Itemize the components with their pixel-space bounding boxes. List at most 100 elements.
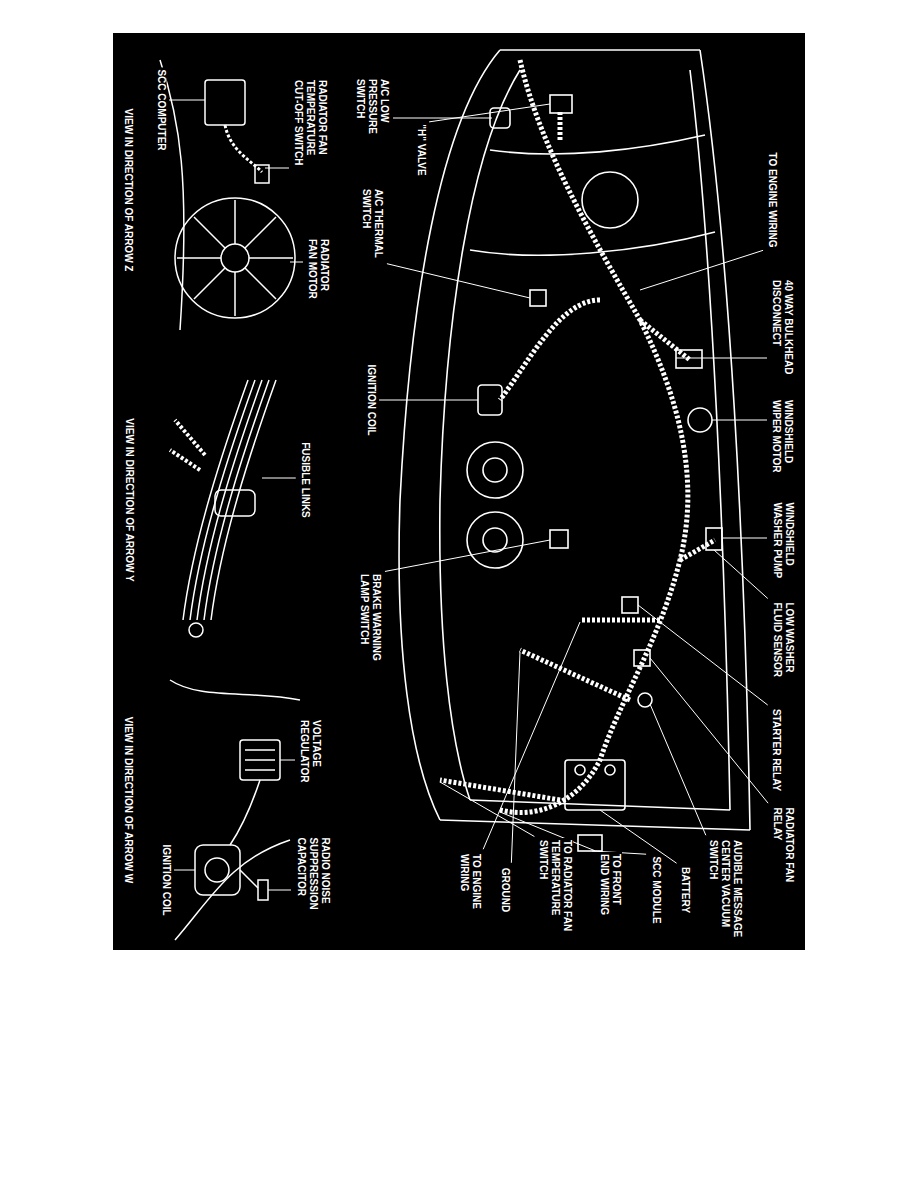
leader-line <box>379 400 478 401</box>
leader-line <box>265 168 289 169</box>
harness-branch <box>440 780 560 800</box>
leader-line <box>483 622 580 849</box>
leader-line <box>268 890 291 891</box>
leader-line <box>429 104 550 122</box>
leader-line <box>440 782 534 837</box>
harness-branch <box>558 110 563 140</box>
wiring-harness <box>440 60 715 813</box>
body-edge <box>170 680 300 940</box>
washer-pump-symbol <box>706 528 722 550</box>
strut-tower <box>467 512 523 568</box>
fan-shroud <box>175 198 295 318</box>
leader-line <box>638 605 768 705</box>
part-label: SCC MODULE <box>649 854 661 925</box>
fusible-link <box>211 380 276 620</box>
view-caption: VIEW IN DIRECTION OF ARROW Y <box>122 416 134 583</box>
leader-line <box>385 540 550 571</box>
part-label: RADIATOR FAN RELAY <box>770 806 794 895</box>
coil-tower <box>205 858 229 882</box>
part-label: STARTER RELAY <box>770 707 782 793</box>
fan-hub <box>221 244 249 272</box>
part-label: TO ENGINE WIRING <box>458 852 482 928</box>
fan-blades <box>177 200 293 316</box>
battery-terminal <box>605 765 615 775</box>
switch-symbol <box>530 290 546 306</box>
black-panel <box>113 33 805 950</box>
leader-line <box>262 478 296 479</box>
right-fender <box>700 50 750 830</box>
cowl-panel <box>490 135 705 154</box>
leader-line <box>676 358 767 359</box>
leader-line <box>650 658 768 803</box>
leader-line <box>174 870 195 871</box>
fusible-link <box>170 420 205 470</box>
part-label: TO FRONT END WIRING <box>598 852 622 928</box>
part-label: IGNITION COIL <box>364 362 376 437</box>
ignition-coil-symbol <box>195 845 240 895</box>
relay-symbol <box>622 597 638 613</box>
part-label: "H" VALVE <box>414 122 426 177</box>
part-label: RADIATOR FAN TEMPERATURE CUT-OFF SWITCH <box>292 78 328 182</box>
switch-symbol <box>550 530 568 548</box>
part-label: RADIATOR FAN MOTOR <box>306 237 330 313</box>
harness-branch <box>520 650 630 700</box>
part-label: WINDSHIELD WIPER MOTOR <box>770 398 794 482</box>
part-label: TO RADIATOR FAN TEMPERATURE SWITCH <box>537 838 573 942</box>
valve-symbol <box>550 95 572 113</box>
strut-tower <box>467 442 523 498</box>
wire <box>230 780 260 888</box>
harness-branch <box>500 300 600 400</box>
part-label: GROUND <box>499 866 511 914</box>
view-w <box>170 680 300 940</box>
regulator-detail <box>245 750 275 770</box>
leader-line <box>511 652 520 863</box>
part-label: TO ENGINE WIRING <box>766 151 778 250</box>
part-label: AUDIBLE MESSAGE CENTER VACUUM SWITCH <box>707 838 743 942</box>
view-z <box>160 60 295 330</box>
inner-fender <box>440 70 520 800</box>
wiper-motor-symbol <box>688 408 712 432</box>
harness-wrap <box>215 490 255 516</box>
ring-terminal <box>189 623 203 637</box>
part-label: VOLTAGE REGULATOR <box>298 718 322 802</box>
capacitor-symbol <box>258 880 268 900</box>
part-label: 40 WAY BULKHEAD DISCONNECT <box>770 278 794 382</box>
part-label: BATTERY <box>679 865 691 915</box>
view-y <box>170 380 276 637</box>
strut-tower <box>483 458 507 482</box>
ignition-coil-symbol <box>478 385 502 415</box>
cowl <box>500 49 700 51</box>
part-label: BRAKE WARNING LAMP SWITCH <box>358 572 382 668</box>
leader-line <box>712 420 767 421</box>
brake-booster <box>582 172 638 228</box>
leader-line <box>280 760 295 761</box>
harness-branch <box>640 320 690 360</box>
part-label: WINDSHIELD WASHER PUMP <box>770 501 794 590</box>
part-label: SCC COMPUTER <box>154 67 166 152</box>
part-label: LOW WASHER FLUID SENSOR <box>770 601 794 690</box>
leader-line <box>714 550 768 598</box>
part-label: RADIO NOISE SUPPRESSION CAPACITOR <box>294 836 330 925</box>
leader-line <box>722 538 767 539</box>
leader-line <box>387 264 530 298</box>
car-body <box>399 50 750 851</box>
part-label: A/C THERMAL SWITCH <box>360 187 384 263</box>
view-caption: VIEW IN DIRECTION OF ARROW Z <box>122 107 134 274</box>
battery-terminal <box>575 765 585 775</box>
leader-line <box>290 262 303 263</box>
view-caption: VIEW IN DIRECTION OF ARROW W <box>122 715 134 885</box>
leader-line <box>169 100 205 101</box>
voltage-regulator-symbol <box>240 740 280 780</box>
leader-line <box>393 118 492 119</box>
part-label: IGNITION COIL <box>159 842 171 917</box>
harness-branch <box>580 618 660 623</box>
leader-line <box>640 250 763 290</box>
inner-fender <box>690 70 730 810</box>
leader-line <box>650 704 706 835</box>
part-label: FUSIBLE LINKS <box>299 440 311 520</box>
part-label: A/C LOW PRESSURE SWITCH <box>354 77 390 143</box>
harness-trunk <box>500 60 688 813</box>
